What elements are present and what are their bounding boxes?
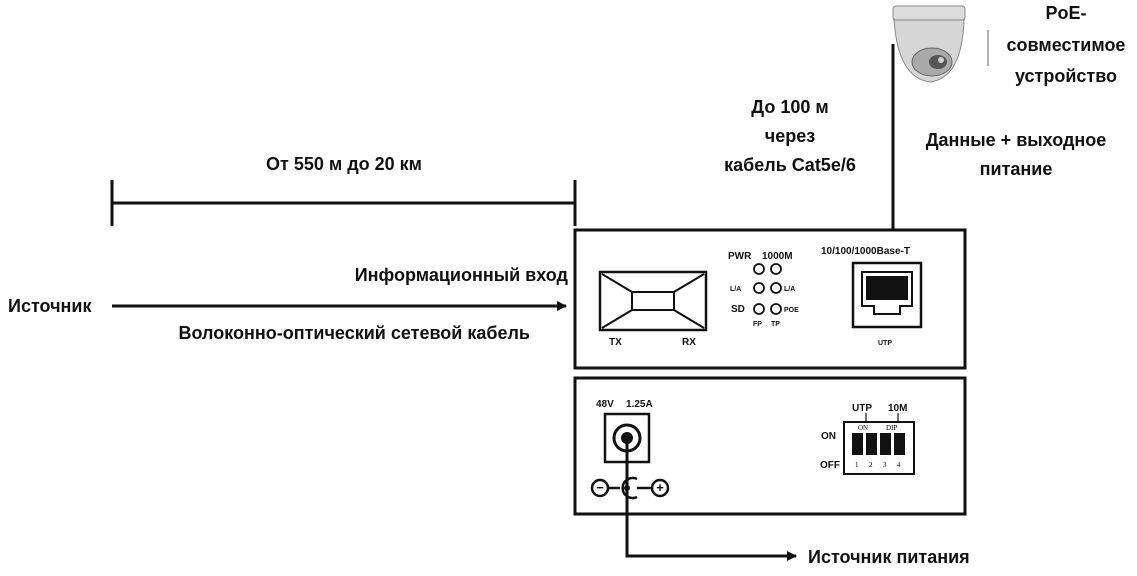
info-input-label: Информационный вход xyxy=(355,265,569,285)
data-label-line1: Данные + выходное xyxy=(926,130,1107,150)
distance-label: От 550 м до 20 км xyxy=(266,154,422,174)
speed-1000m-label: 1000M xyxy=(762,251,793,262)
current-label: 1.25A xyxy=(626,399,653,410)
sd-led xyxy=(753,303,765,315)
rx-label: RX xyxy=(682,337,696,348)
tx-label: TX xyxy=(609,337,622,348)
cat-label-line1: До 100 м xyxy=(751,97,828,117)
dip-switch[interactable] xyxy=(843,421,915,475)
switch-10m-label: 10M xyxy=(888,403,907,414)
la-left-label: L/A xyxy=(730,286,741,293)
voltage-label: 48V xyxy=(596,399,614,410)
la-right-label: L/A xyxy=(784,286,795,293)
on-label: ON xyxy=(821,431,836,442)
off-label: OFF xyxy=(820,460,840,471)
poe-label-line1: PoE- xyxy=(1045,3,1086,23)
pwr-label: PWR xyxy=(728,251,752,262)
dip-number-1: 1 xyxy=(855,461,859,469)
poe-label: POE xyxy=(784,307,799,314)
cat-label-line3: кабель Cat5e/6 xyxy=(724,155,856,175)
rj45-port[interactable] xyxy=(851,261,923,329)
tp-label: TP xyxy=(771,321,780,328)
speed-1000m-led xyxy=(770,263,782,275)
distance-bracket xyxy=(110,180,577,226)
pwr-led xyxy=(753,263,765,275)
poe-led xyxy=(770,303,782,315)
fiber-la-led xyxy=(753,282,765,294)
poe-label-line2: совместимое xyxy=(1007,35,1126,55)
camera-icon xyxy=(892,5,966,83)
source-label: Источник xyxy=(8,296,92,316)
minus-symbol: − xyxy=(596,480,604,495)
dip-number-4: 4 xyxy=(897,461,901,469)
power-source-label: Источник питания xyxy=(808,547,970,567)
port-type-label: 10/100/1000Base-T xyxy=(821,246,910,257)
dip-on-label: ON xyxy=(858,424,868,432)
data-label-line2: питание xyxy=(980,159,1053,179)
tp-la-led xyxy=(770,282,782,294)
poe-label-line3: устройство xyxy=(1015,66,1117,86)
fiber-cable-label: Волоконно-оптический сетевой кабель xyxy=(178,323,530,343)
cat-label-line2: через xyxy=(765,126,815,146)
utp-label: UTP xyxy=(878,340,892,347)
power-cable-arrow xyxy=(625,438,797,561)
fp-label: FP xyxy=(753,321,762,328)
plus-symbol: + xyxy=(656,480,664,495)
switch-utp-label: UTP xyxy=(852,403,872,414)
dip-dip-label: DIP xyxy=(886,424,897,432)
sfp-port[interactable] xyxy=(598,270,708,332)
dip-number-3: 3 xyxy=(883,461,887,469)
sd-label: SD xyxy=(731,304,745,315)
dip-number-2: 2 xyxy=(869,461,873,469)
